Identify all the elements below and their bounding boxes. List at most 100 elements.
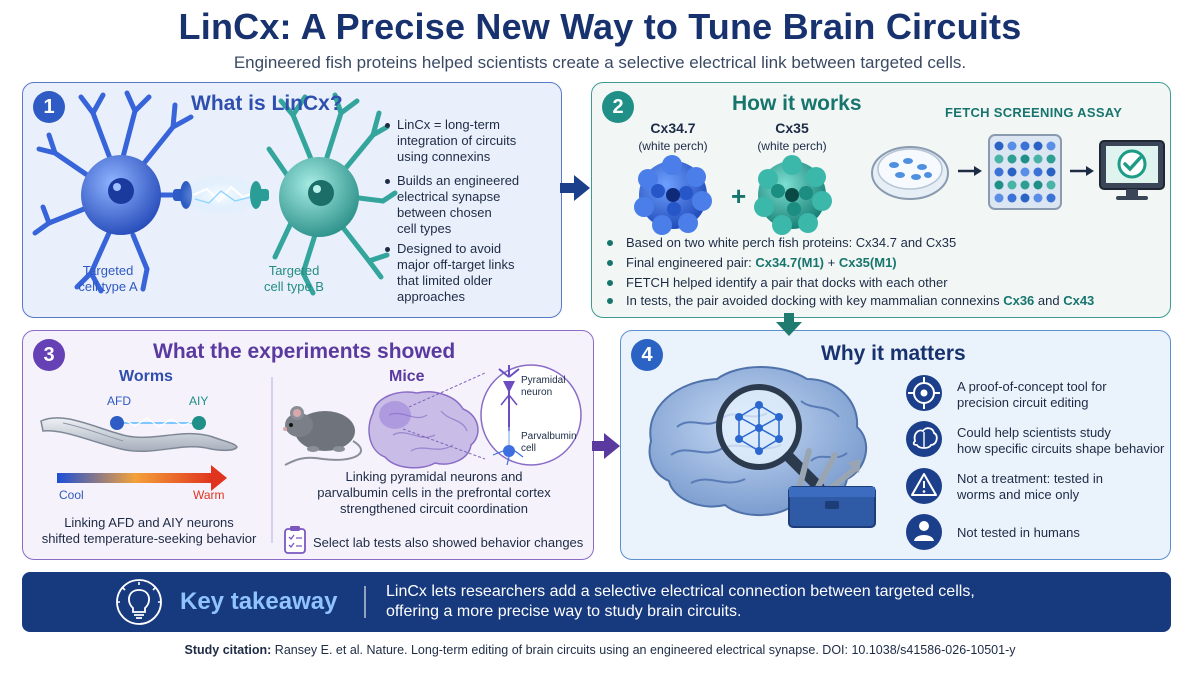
well	[1007, 167, 1017, 177]
brain-magnifier-illustration	[648, 366, 942, 550]
neuron-inset	[480, 364, 582, 466]
mouse-icon	[283, 406, 362, 466]
protein-b-source: (white perch)	[757, 139, 827, 153]
temperature-gradient-arrow	[57, 465, 227, 491]
cx34-7-protein-icon	[634, 155, 712, 235]
well	[1033, 154, 1043, 164]
person-icon	[906, 514, 942, 550]
panel2-bullet-2: Final engineered pair: Cx34.7(M1) + Cx35…	[626, 255, 897, 270]
study-citation: Study citation: Ransey E. et al. Nature.…	[184, 643, 1016, 657]
well	[1007, 193, 1017, 203]
well	[1007, 154, 1017, 164]
toolbox-icon	[788, 448, 876, 528]
panel-how-it-works: +	[591, 82, 1171, 318]
page-title: LinCx: A Precise New Way to Tune Brain C…	[178, 6, 1022, 47]
well	[1020, 141, 1030, 151]
cool-label: Cool	[59, 488, 84, 502]
well	[994, 193, 1004, 203]
well	[1046, 180, 1056, 190]
lightbulb-icon	[116, 579, 162, 625]
computer-check-icon	[1099, 140, 1165, 200]
protein-a-source: (white perch)	[638, 139, 708, 153]
well	[1046, 167, 1056, 177]
target-icon	[906, 375, 942, 411]
arrow-1-to-2	[560, 175, 590, 201]
neuron-illustration	[32, 90, 398, 296]
warm-label: Warm	[193, 488, 225, 502]
afd-neuron-icon	[110, 416, 124, 430]
magnifier-icon	[716, 384, 825, 493]
plus-sign: +	[731, 181, 746, 211]
brain-icon	[906, 421, 942, 457]
aiy-neuron-icon	[192, 416, 206, 430]
page-subtitle: Engineered fish proteins helped scientis…	[233, 53, 967, 72]
well	[994, 154, 1004, 164]
clipboard-icon	[284, 526, 306, 554]
step-number-4: 4	[631, 339, 663, 371]
fetch-assay-title: FETCH SCREENING ASSAY	[945, 105, 1123, 120]
step-number-3: 3	[33, 339, 65, 371]
worm-icon	[40, 417, 238, 453]
panel2-bullet-4: In tests, the pair avoided docking with …	[626, 293, 1095, 308]
well-plate-icon	[988, 134, 1062, 210]
mouse-brain-icon	[368, 391, 479, 469]
aiy-label: AIY	[189, 394, 209, 408]
well	[994, 167, 1004, 177]
panel1-title: What is LinCx?	[191, 92, 343, 115]
well	[1033, 141, 1043, 151]
well	[994, 141, 1004, 151]
takeaway-text: LinCx lets researchers add a selective e…	[386, 583, 975, 620]
panel3-title: What the experiments showed	[153, 340, 456, 363]
protein-and-assay-illustration: +	[607, 134, 1165, 304]
petri-dish-icon	[871, 146, 949, 200]
well	[1020, 167, 1030, 177]
well	[1033, 180, 1043, 190]
protein-a-name: Cx34.7	[650, 120, 696, 136]
well	[1007, 180, 1017, 190]
panel-why-it-matters: 4 Why it matters A proof-of-concept tool…	[620, 330, 1171, 560]
panel-experiments: 3 What the experiments showed Worms AFD …	[22, 330, 594, 560]
mice-heading: Mice	[389, 368, 425, 385]
panel2-title: How it works	[732, 92, 862, 115]
takeaway-decoration	[116, 579, 366, 625]
point-4: Not tested in humans	[957, 525, 1080, 540]
key-takeaway-banner: Key takeaway LinCx lets researchers add …	[22, 572, 1171, 632]
lab-test-note: Select lab tests also showed behavior ch…	[313, 535, 584, 550]
takeaway-title: Key takeaway	[180, 588, 338, 615]
panel2-bullet-1: Based on two white perch fish proteins: …	[626, 235, 957, 250]
warning-icon	[906, 468, 942, 504]
well	[1046, 141, 1056, 151]
well	[1007, 141, 1017, 151]
protein-b-name: Cx35	[775, 120, 809, 136]
well	[1020, 180, 1030, 190]
cx35-protein-icon	[754, 155, 832, 235]
arrow-3-to-4	[592, 433, 620, 459]
experiment-illustration	[40, 364, 582, 554]
well	[1046, 154, 1056, 164]
step-number-2: 2	[602, 91, 634, 123]
well	[1033, 193, 1043, 203]
well	[1046, 193, 1056, 203]
well	[1020, 154, 1030, 164]
well	[1020, 193, 1030, 203]
afd-label: AFD	[107, 394, 131, 408]
step-number-1: 1	[33, 91, 65, 123]
worms-heading: Worms	[119, 368, 173, 385]
well	[1033, 167, 1043, 177]
panel2-bullet-3: FETCH helped identify a pair that docks …	[626, 275, 948, 290]
well	[994, 180, 1004, 190]
